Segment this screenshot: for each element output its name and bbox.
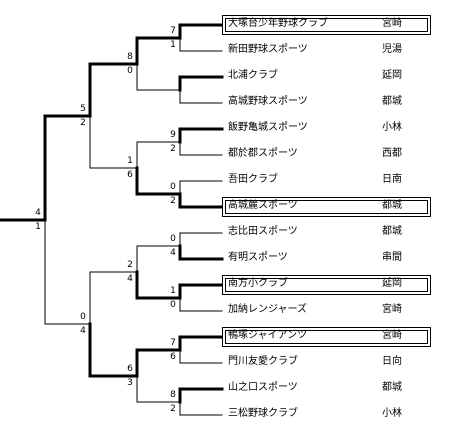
match-score-bottom: 2 [170, 144, 176, 154]
match-score-top: 7 [170, 26, 176, 36]
match-score-bottom: 6 [127, 170, 133, 180]
team-name: 高城野球スポーツ [228, 96, 308, 107]
team-region: 日向 [382, 356, 402, 367]
team-region: 小林 [382, 122, 402, 133]
match-score-top: 1 [170, 286, 176, 296]
team-region: 宮崎 [382, 304, 402, 315]
team-region: 都城 [382, 226, 402, 237]
team-name: 新田野球スポーツ [228, 44, 308, 55]
match-score-top: 4 [35, 208, 41, 218]
match-score-bottom: 4 [127, 274, 133, 284]
team-region: 宮崎 [382, 18, 402, 29]
match-score-bottom: 2 [170, 404, 176, 414]
team-region: 児湯 [382, 44, 402, 55]
match-score-bottom: 1 [35, 222, 41, 232]
team-region: 小林 [382, 408, 402, 419]
team-name: 北浦クラブ [228, 70, 278, 81]
team-name: 高城麓スポーツ [228, 200, 298, 211]
team-region: 延岡 [382, 278, 402, 289]
match-score-bottom: 3 [127, 378, 133, 388]
team-name: 門川友愛クラブ [228, 356, 298, 367]
match-score-top: 0 [170, 234, 176, 244]
team-region: 都城 [382, 200, 402, 211]
winner-highlight-box [222, 15, 431, 35]
team-name: 三松野球クラブ [228, 408, 298, 419]
team-region: 延岡 [382, 70, 402, 81]
match-score-top: 8 [127, 52, 133, 62]
team-name: 鴨塚ジャイアンツ [228, 330, 308, 341]
team-name: 吾田クラブ [228, 174, 278, 185]
team-name: 加納レンジャーズ [228, 304, 307, 315]
match-score-bottom: 2 [170, 196, 176, 206]
match-score-top: 2 [127, 260, 133, 270]
winner-highlight-box [222, 275, 431, 295]
team-name: 大塚台少年野球クラブ [228, 18, 328, 29]
team-name: 志比田スポーツ [228, 226, 298, 237]
match-score-top: 0 [170, 182, 176, 192]
team-region: 西都 [382, 148, 402, 159]
team-region: 日南 [382, 174, 402, 185]
match-score-bottom: 0 [127, 66, 133, 76]
match-score-top: 1 [127, 156, 133, 166]
team-region: 宮崎 [382, 330, 402, 341]
team-name: 南方小クラブ [228, 278, 288, 289]
match-score-top: 0 [80, 312, 86, 322]
team-name: 飯野亀城スポーツ [228, 122, 308, 133]
match-score-top: 8 [170, 390, 176, 400]
match-score-bottom: 1 [170, 40, 176, 50]
match-score-top: 9 [170, 130, 176, 140]
match-score-bottom: 4 [170, 248, 176, 258]
match-score-top: 6 [127, 364, 133, 374]
match-score-top: 5 [80, 104, 86, 114]
match-score-bottom: 0 [170, 300, 176, 310]
team-region: 都城 [382, 96, 402, 107]
team-name: 有明スポーツ [228, 252, 288, 263]
team-region: 串間 [382, 252, 402, 263]
match-score-top: 7 [170, 338, 176, 348]
winner-highlight-box [222, 197, 431, 217]
match-score-bottom: 4 [80, 326, 86, 336]
winner-highlight-box [222, 327, 431, 347]
team-region: 都城 [382, 382, 402, 393]
match-score-bottom: 2 [80, 118, 86, 128]
match-score-bottom: 6 [170, 352, 176, 362]
team-name: 都於郡スポーツ [228, 148, 298, 159]
team-name: 山之口スポーツ [228, 382, 298, 393]
